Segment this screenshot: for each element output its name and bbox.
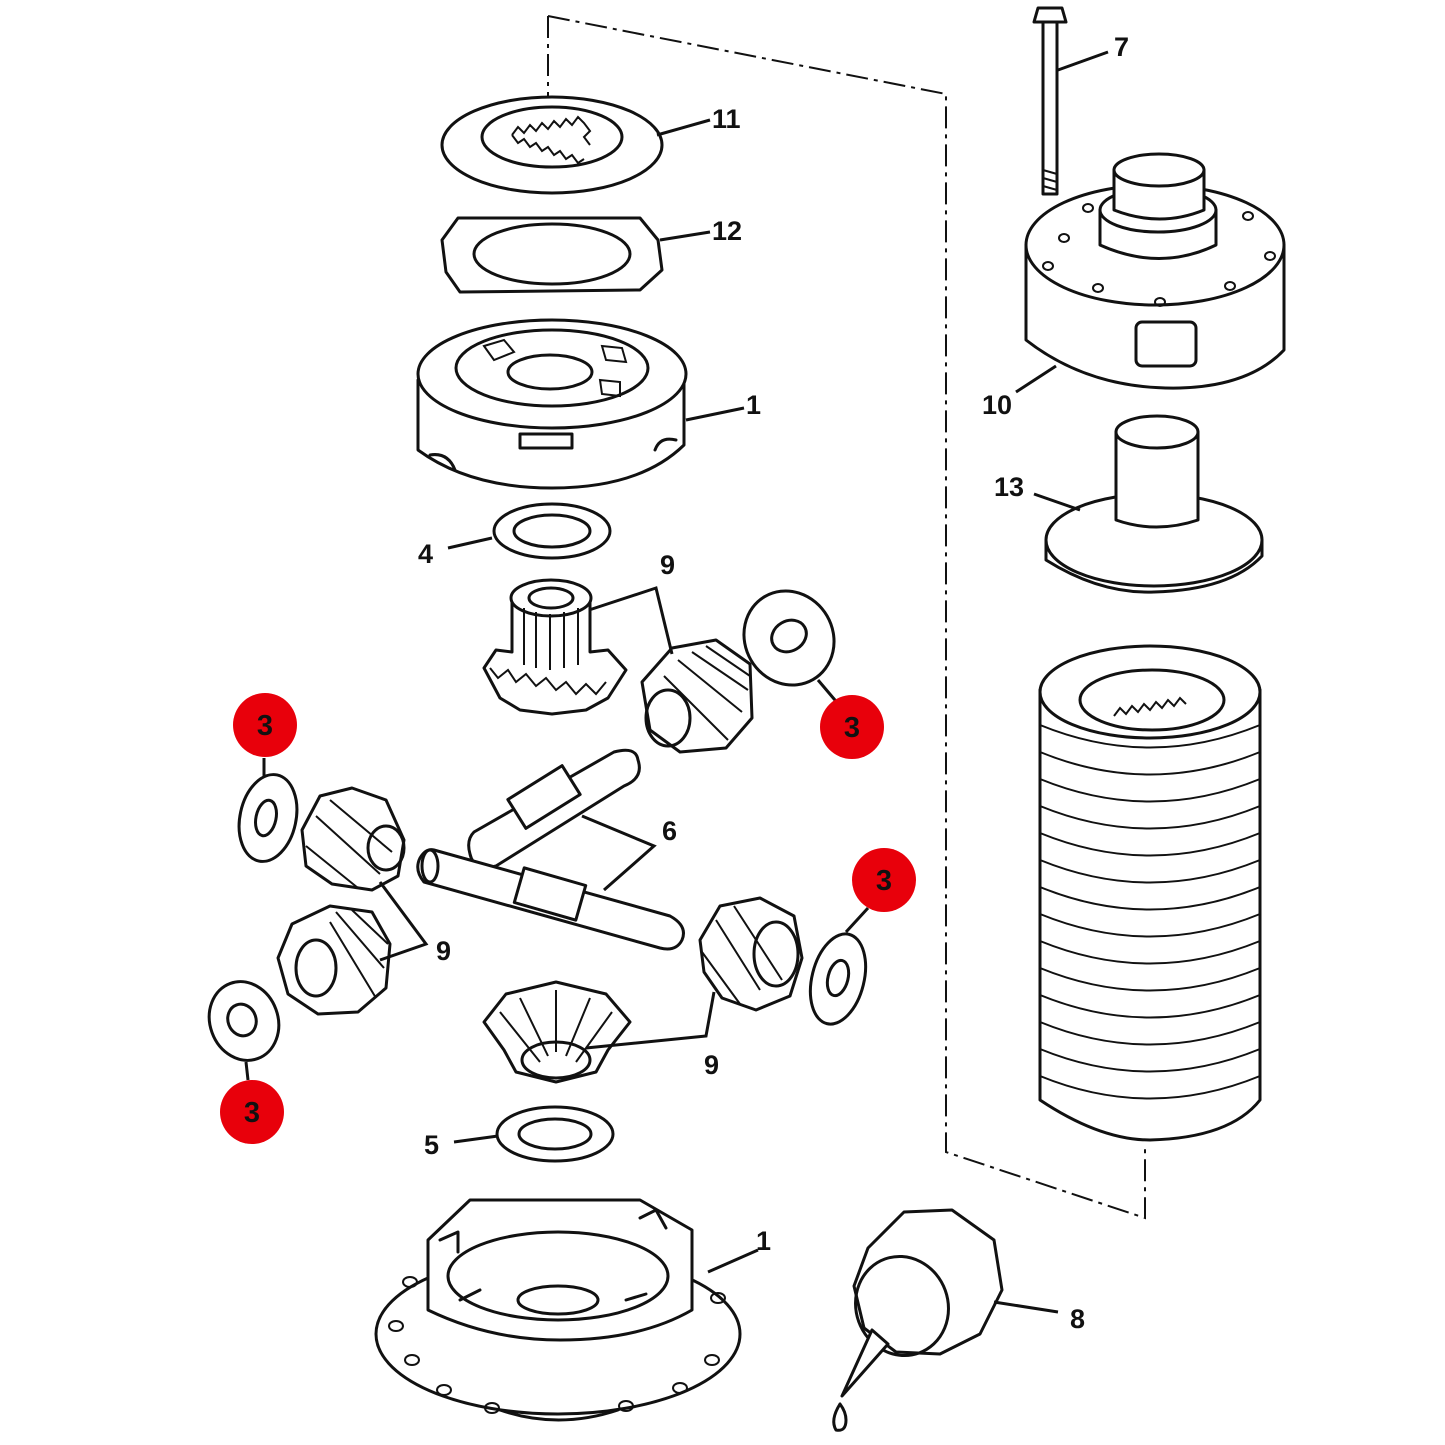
callout-3-left-lower: 3 [220, 1080, 284, 1144]
washer-left-lower [207, 980, 281, 1062]
callout-3-right-upper: 3 [820, 695, 884, 759]
part-4-thrust-washer [492, 502, 612, 560]
leader-lines [244, 50, 1109, 1314]
callouts-part-3: 3 3 3 3 [220, 693, 916, 1144]
part-12-separator-plate [440, 216, 664, 294]
svg-text:3: 3 [257, 710, 273, 742]
label-10: 10 [982, 390, 1012, 420]
label-5: 5 [424, 1130, 439, 1160]
label-11: 11 [712, 104, 741, 134]
label-6: 6 [662, 816, 677, 846]
part-13-clutch-hub [1044, 414, 1264, 594]
label-12: 12 [712, 216, 742, 246]
label-9-top: 9 [660, 550, 675, 580]
part-9-pinion-right-lower [698, 896, 804, 1012]
assembly-guide-line [547, 15, 1146, 1220]
part-11-friction-disc [440, 95, 664, 195]
label-8: 8 [1070, 1304, 1085, 1334]
part-9-pinion-upper-right [640, 638, 754, 754]
washer-right-upper [742, 589, 836, 687]
part-8-sealant-bottle [832, 1208, 1004, 1432]
part-9-side-gear-lower [482, 980, 632, 1084]
part-9-pinion-left-lower [276, 904, 392, 1016]
washer-right-lower [808, 932, 868, 1026]
part-6-cross-shafts [416, 748, 685, 951]
part-9-pinion-left-upper [300, 786, 406, 892]
callout-3-right-lower: 3 [852, 848, 916, 912]
label-1-top: 1 [746, 390, 761, 420]
callout-3-left-upper: 3 [233, 693, 297, 757]
label-9-left: 9 [436, 936, 451, 966]
part-1-upper-case [416, 318, 688, 490]
part-labels: 7 11 12 1 10 13 4 9 6 9 9 5 1 8 [418, 32, 1129, 1334]
clutch-disc-stack [1038, 644, 1262, 1142]
svg-text:3: 3 [244, 1097, 260, 1129]
part-7-bolt [1032, 6, 1068, 196]
label-4: 4 [418, 539, 433, 569]
label-1-bottom: 1 [756, 1226, 771, 1256]
part-1-lower-flanged-case [374, 1198, 742, 1422]
label-9-bottom: 9 [704, 1050, 719, 1080]
svg-text:3: 3 [844, 712, 860, 744]
washer-left-upper [237, 773, 299, 863]
svg-text:3: 3 [876, 865, 892, 897]
label-7: 7 [1114, 32, 1129, 62]
part-5-thrust-washer [495, 1105, 615, 1163]
label-13: 13 [994, 472, 1024, 502]
part-9-side-gear-upper [482, 578, 628, 716]
part-10-clutch-housing [1024, 152, 1286, 390]
